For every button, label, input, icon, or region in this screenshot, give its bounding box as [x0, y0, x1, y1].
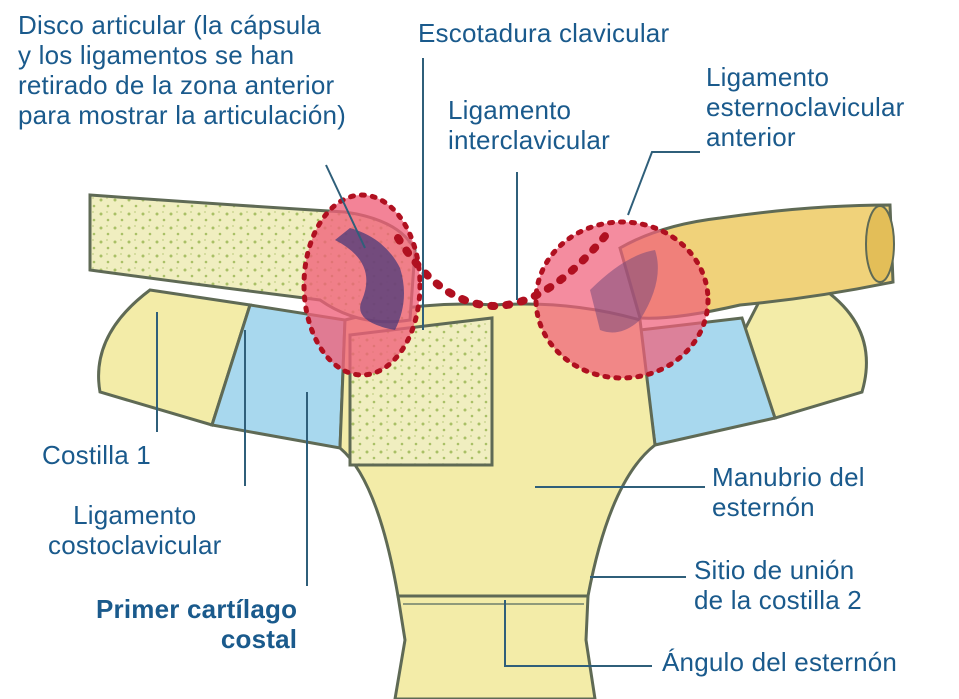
label-ligamento-costoclavicular: Ligamento costoclavicular [48, 500, 222, 560]
label-primer-cartilago: Primer cartílago costal [96, 594, 298, 654]
label-manubrio: Manubrio del esternón [712, 462, 865, 522]
interclavicular-ligament [394, 226, 614, 311]
label-ligamento-interclavicular: Ligamento interclavicular [448, 95, 610, 155]
left-joint-highlight [304, 195, 420, 375]
label-costilla-1: Costilla 1 [42, 440, 151, 470]
left-rib-1 [97, 288, 252, 427]
label-angulo-esternon: Ángulo del esternón [662, 647, 898, 677]
label-escotadura-clavicular: Escotadura clavicular [418, 18, 670, 48]
sternum-body [393, 594, 597, 699]
leader-lines [156, 58, 705, 667]
label-disco-articular: Disco articular (la cápsula y los ligame… [18, 10, 347, 130]
label-sitio-union: Sitio de unión de la costilla 2 [694, 555, 862, 615]
label-ligamento-esternoclavicular: Ligamento esternoclavicular anterior [706, 62, 905, 152]
right-rib-1 [740, 288, 868, 420]
